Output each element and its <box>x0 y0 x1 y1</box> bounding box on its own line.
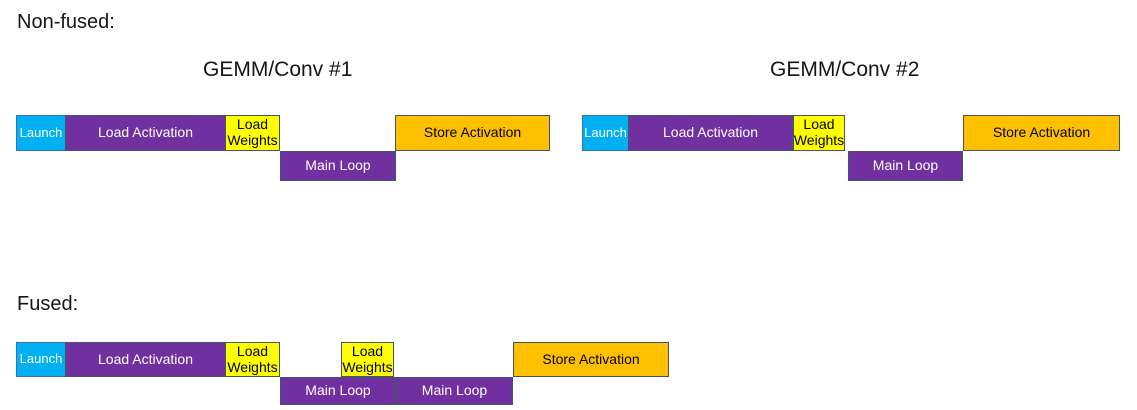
fused-load-activation-block: Load Activation <box>65 342 226 377</box>
fused-section-label: Fused: <box>17 293 79 315</box>
nonfused-g2-main-loop-block: Main Loop <box>848 151 963 181</box>
gemm-conv-2-heading: GEMM/Conv #2 <box>770 58 920 81</box>
nonfused-g2-load-activation-block: Load Activation <box>628 115 793 151</box>
nonfused-g1-load-activation-block: Load Activation <box>65 115 226 151</box>
nonfused-g2-load-weights-block: Load Weights <box>793 115 845 151</box>
fused-launch-block: Launch <box>16 342 66 377</box>
nonfused-g1-launch-block: Launch <box>16 115 66 151</box>
nonfused-g2-launch-block: Launch <box>582 115 629 151</box>
fused-load-weights-1-block: Load Weights <box>225 342 280 377</box>
nonfused-g2-store-activation-block: Store Activation <box>963 115 1120 151</box>
nonfused-g1-load-weights-block: Load Weights <box>225 115 280 151</box>
fused-load-weights-2-block: Load Weights <box>341 342 394 377</box>
nonfused-section-label: Non-fused: <box>17 11 115 33</box>
fused-store-activation-block: Store Activation <box>513 342 669 377</box>
gemm-conv-1-heading: GEMM/Conv #1 <box>203 58 353 81</box>
fused-main-loop-2-block: Main Loop <box>396 377 513 405</box>
nonfused-g1-store-activation-block: Store Activation <box>395 115 550 151</box>
fused-main-loop-1-block: Main Loop <box>280 377 396 405</box>
nonfused-g1-main-loop-block: Main Loop <box>280 151 396 181</box>
